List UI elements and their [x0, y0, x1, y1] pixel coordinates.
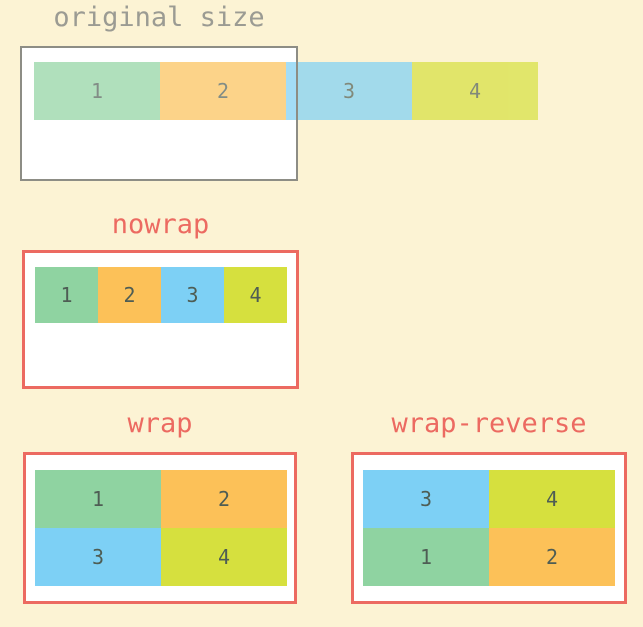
- flex-item-label: 4: [468, 79, 482, 103]
- flex-item-1: 1: [35, 267, 98, 323]
- flex-item-1: 1: [35, 470, 161, 528]
- flex-item-label: 3: [91, 545, 105, 569]
- nowrap-item-row: 1 2 3 4: [35, 267, 287, 323]
- wrap-reverse-title: wrap-reverse: [391, 408, 587, 439]
- flex-item-1: 1: [34, 62, 160, 120]
- nowrap-container: 1 2 3 4: [22, 250, 299, 389]
- wrap-title: wrap: [127, 408, 193, 439]
- original-size-item-row: 1 2 3 4: [34, 62, 538, 120]
- flex-item-1: 1: [363, 528, 489, 586]
- flex-item-3: 3: [161, 267, 224, 323]
- flex-item-2: 2: [161, 470, 287, 528]
- flex-item-label: 2: [217, 487, 231, 511]
- wrap-reverse-item-grid: 3 4 1 2: [363, 470, 615, 586]
- nowrap-title: nowrap: [111, 209, 210, 240]
- flex-item-label: 1: [419, 545, 433, 569]
- flex-item-label: 4: [545, 487, 559, 511]
- wrap-reverse-container: 3 4 1 2: [351, 452, 627, 604]
- flex-item-2: 2: [160, 62, 286, 120]
- flex-item-label: 2: [545, 545, 559, 569]
- flex-item-4: 4: [412, 62, 538, 120]
- flex-item-2: 2: [489, 528, 615, 586]
- flex-item-label: 3: [186, 283, 199, 307]
- flex-item-4: 4: [224, 267, 287, 323]
- original-size-title: original size: [53, 2, 265, 33]
- flex-item-label: 4: [217, 545, 231, 569]
- flex-item-4: 4: [161, 528, 287, 586]
- flex-item-2: 2: [98, 267, 161, 323]
- flex-item-3: 3: [286, 62, 412, 120]
- flex-item-label: 3: [419, 487, 433, 511]
- flex-item-label: 1: [91, 487, 105, 511]
- flex-item-label: 2: [123, 283, 136, 307]
- flex-item-3: 3: [35, 528, 161, 586]
- flex-item-label: 3: [342, 79, 356, 103]
- flex-item-4: 4: [489, 470, 615, 528]
- wrap-item-grid: 1 2 3 4: [35, 470, 287, 586]
- flex-item-label: 4: [249, 283, 262, 307]
- flex-item-3: 3: [363, 470, 489, 528]
- flex-item-label: 1: [60, 283, 73, 307]
- flex-item-label: 1: [90, 79, 104, 103]
- flex-item-label: 2: [216, 79, 230, 103]
- wrap-container: 1 2 3 4: [23, 452, 297, 604]
